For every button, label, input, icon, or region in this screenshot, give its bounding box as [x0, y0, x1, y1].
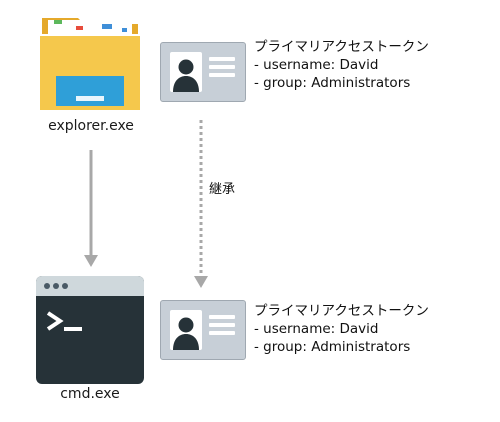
- token-top-details: プライマリアクセストークン - username: David - group:…: [254, 38, 429, 92]
- card-line: [209, 323, 235, 327]
- window-dot-icon: [53, 283, 59, 289]
- inherit-label: 継承: [209, 182, 236, 197]
- spawn-arrow: [84, 150, 98, 267]
- card-line: [209, 57, 235, 61]
- terminal-icon: [36, 276, 144, 384]
- user-silhouette-icon: [170, 310, 202, 350]
- card-line: [209, 331, 235, 335]
- token-group: - group: Administrators: [254, 75, 411, 91]
- prompt-glyph-icon: [46, 309, 106, 349]
- token-bottom-details: プライマリアクセストークン - username: David - group:…: [254, 302, 429, 356]
- terminal-title-bar: [36, 276, 144, 296]
- cmd-label: cmd.exe: [60, 386, 120, 402]
- id-card-icon: [160, 300, 246, 360]
- user-silhouette-icon: [170, 52, 202, 92]
- token-username: - username: David: [254, 57, 379, 73]
- token-title: プライマリアクセストークン: [254, 303, 429, 319]
- window-dot-icon: [44, 283, 50, 289]
- explorer-label: explorer.exe: [48, 118, 134, 134]
- card-line: [209, 65, 235, 69]
- window-dot-icon: [62, 283, 68, 289]
- inherit-arrow: [194, 120, 208, 288]
- card-line: [209, 73, 235, 77]
- token-title: プライマリアクセストークン: [254, 39, 429, 55]
- token-username: - username: David: [254, 321, 379, 337]
- folder-icon: [40, 14, 140, 112]
- card-line: [209, 315, 235, 319]
- id-card-icon: [160, 42, 246, 102]
- token-group: - group: Administrators: [254, 339, 411, 355]
